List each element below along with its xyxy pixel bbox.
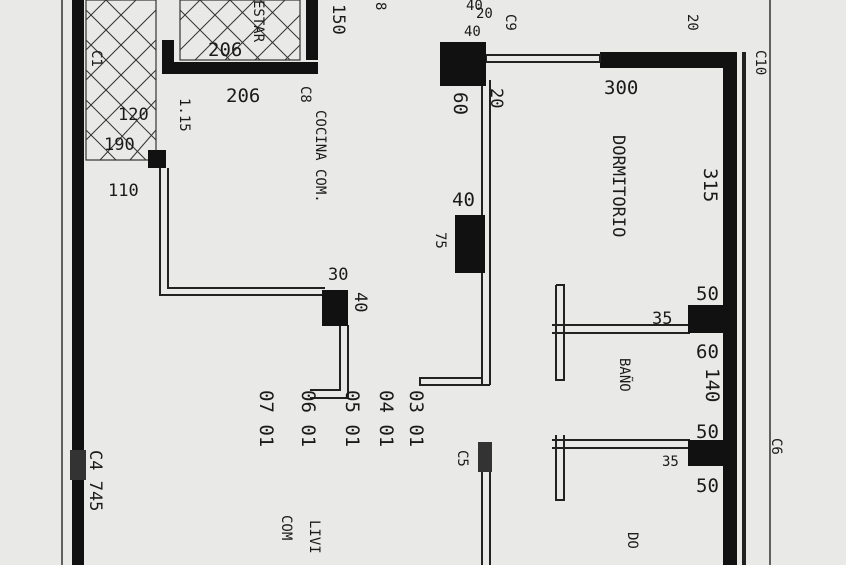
room-label-partial: DO (624, 532, 640, 549)
wall-upper-right-box (306, 0, 318, 60)
dim-115: 1.15 (176, 98, 192, 132)
dim-206-top: 206 (208, 39, 242, 61)
dim-120: 120 (118, 105, 149, 125)
column-tag-c5: C5 (454, 450, 470, 467)
dim-60-bath: 60 (696, 341, 719, 363)
dim-40-kitchen: 40 (350, 292, 370, 312)
column-tag-c4: C4 745 (85, 450, 105, 511)
dim-315: 315 (699, 168, 721, 202)
column-tag-c6: C6 (768, 438, 784, 455)
wall-top-bedroom (600, 52, 737, 68)
dim-8: 8 (372, 2, 388, 10)
wall-right-thin (742, 52, 746, 565)
column-bath-upper (688, 305, 736, 333)
dim-40-top-small: 40 (466, 0, 483, 14)
dim-50-c: 50 (696, 475, 719, 497)
dim-20-top-right: 20 (684, 14, 700, 31)
column-c9 (440, 42, 486, 86)
column-kitchen (148, 150, 166, 168)
dim-20-a: 20 (476, 6, 493, 22)
room-label-comedor: COM (278, 515, 294, 540)
level-1: 03 01 (405, 390, 427, 447)
dim-300: 300 (604, 77, 638, 99)
dim-75: 75 (432, 232, 448, 249)
dim-30: 30 (328, 265, 348, 285)
column-mid (455, 215, 485, 273)
room-label-top-left: ESTAR (250, 0, 266, 43)
wall-upper-bottom (162, 62, 318, 74)
dim-40-mid: 40 (452, 189, 475, 211)
dim-60: 60 (449, 92, 471, 115)
level-2: 04 01 (375, 390, 397, 447)
room-label-living: LIVI (306, 520, 322, 554)
dim-50-b: 50 (696, 421, 719, 443)
column-tag-c8: C8 (297, 86, 313, 103)
dim-35-a: 35 (652, 309, 672, 329)
level-4: 06 01 (297, 390, 319, 447)
room-label-dormitorio: DORMITORIO (608, 135, 628, 237)
dim-190: 190 (104, 135, 135, 155)
dim-110: 110 (108, 181, 139, 201)
room-label-bano: BAÑO (616, 358, 633, 392)
room-label-cocina: COCINA COM. (312, 110, 328, 203)
tiled-area (85, 0, 301, 161)
dim-150: 150 (328, 4, 348, 35)
wall-upper-left-column (162, 40, 174, 74)
level-5: 07 01 (255, 390, 277, 447)
column-kitchen-living (322, 290, 348, 326)
wall-left-exterior (72, 0, 84, 565)
level-3: 05 01 (341, 390, 363, 447)
dim-140: 140 (701, 368, 723, 402)
dim-35-b: 35 (662, 454, 679, 470)
column-tag-c1: C1 (88, 50, 104, 67)
column-bath-lower (688, 440, 736, 466)
column-tag-c10: C10 (752, 50, 768, 75)
bathroom-walls (552, 284, 690, 501)
kitchen-outline (159, 160, 349, 399)
dim-206-bottom: 206 (226, 85, 260, 107)
column-left-c4 (70, 450, 86, 480)
column-c5 (478, 442, 492, 472)
column-tag-c9: C9 (502, 14, 518, 31)
dim-50-a: 50 (696, 283, 719, 305)
dim-20-b: 20 (486, 88, 506, 108)
dim-40-top: 40 (464, 24, 481, 40)
